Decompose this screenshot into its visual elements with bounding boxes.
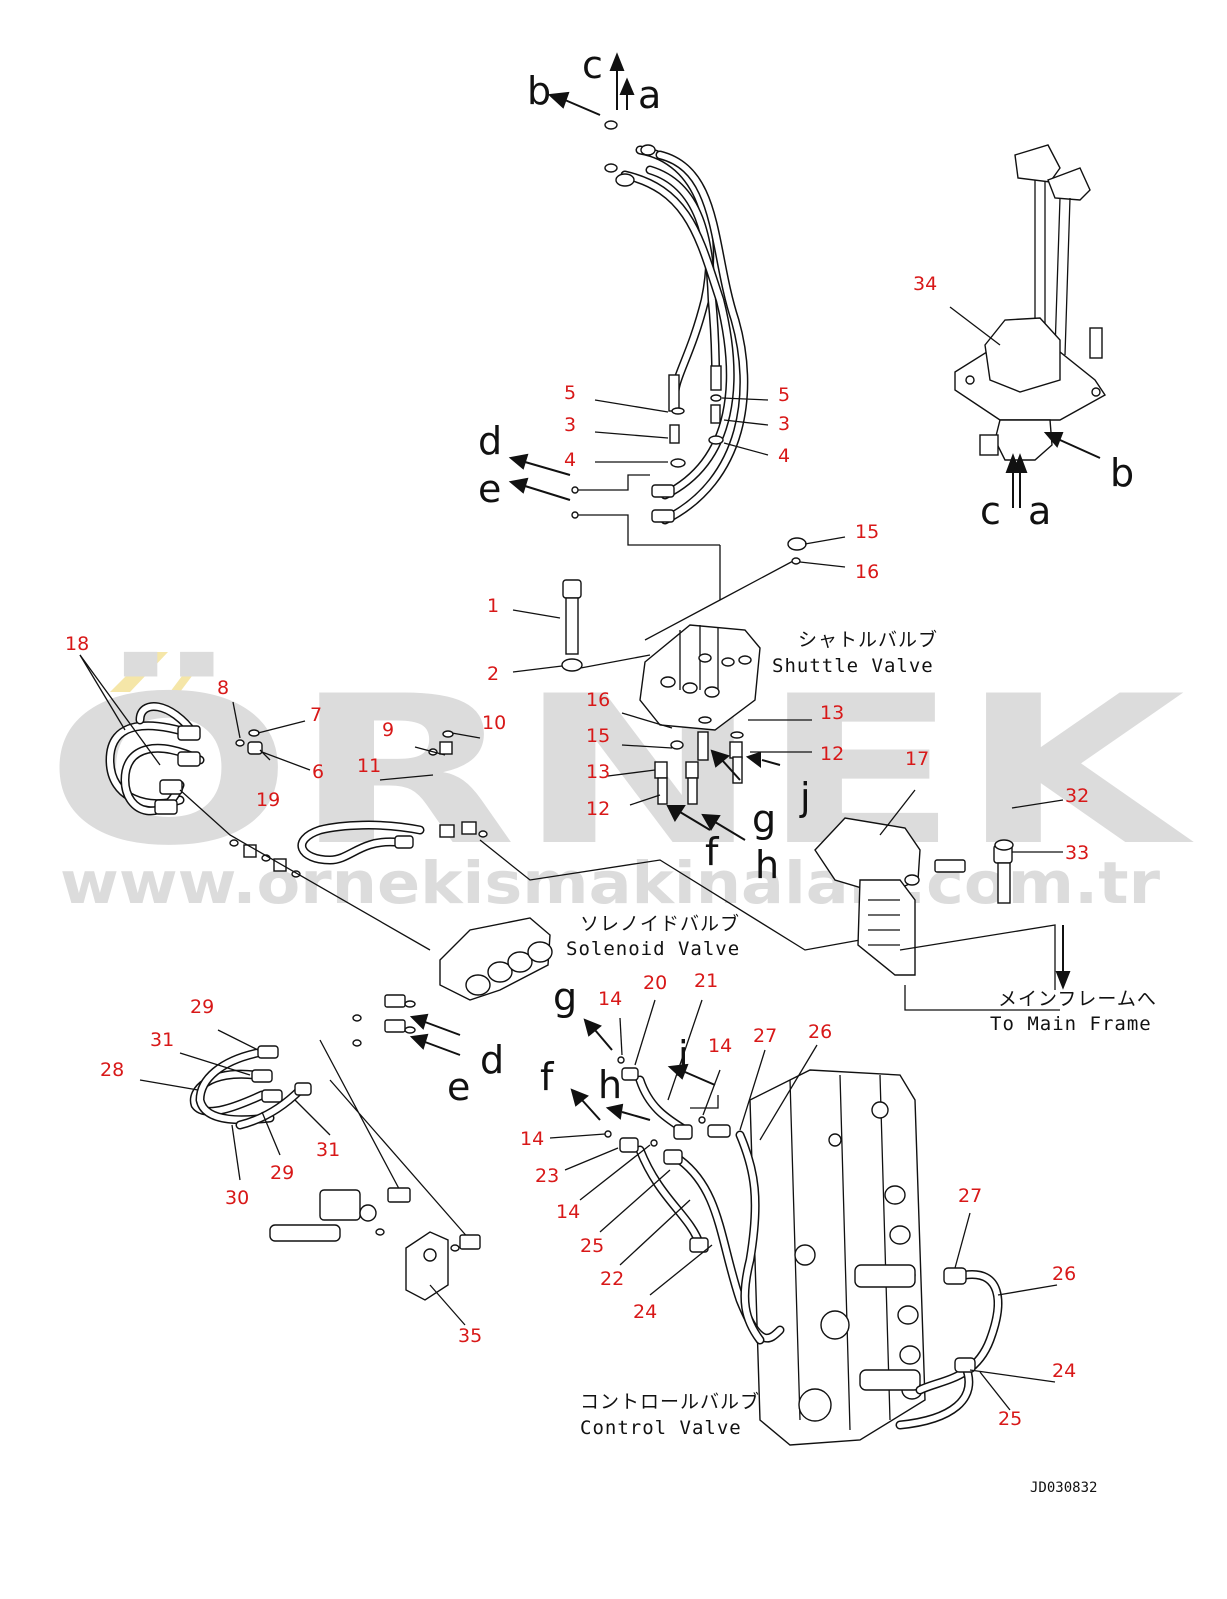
part-number: 13 [820,702,844,724]
callout-letters: c b a b c a d e g j f h d e g f h j [447,43,1134,1109]
part-number: 4 [564,449,576,471]
part-number: 9 [382,719,394,741]
bracket-17 [814,817,1060,1011]
part-number: 3 [778,413,790,435]
part-number: 15 [855,521,879,543]
part-number: 8 [217,677,229,699]
callout-letter: e [447,1065,470,1109]
main-frame-label-en: To Main Frame [990,1013,1152,1035]
part-number: 25 [580,1235,604,1257]
part-number: 18 [65,633,89,655]
watermark-accent-left [110,652,168,692]
left-hose-group [105,702,861,951]
shuttle-valve-label-en: Shuttle Valve [772,655,934,677]
control-valve-label-en: Control Valve [580,1417,742,1439]
callout-letter: g [752,797,776,841]
part-number: 12 [820,743,844,765]
part-number: 11 [357,755,381,777]
shuttle-valve [561,537,807,805]
flow-arrows [409,52,1101,1121]
part-number: 35 [458,1325,482,1347]
part-number: 21 [694,970,718,992]
main-frame-label-jp: メインフレームへ [998,988,1157,1010]
callout-letter: d [478,419,502,463]
watermark: ÖRNEK www.ornekismakinalari.com.tr [45,652,1195,917]
part-number: 1 [487,595,499,617]
callout-letter: c [582,43,603,87]
part-number: 23 [535,1165,559,1187]
leader-lines [79,306,1064,1411]
part-number: 33 [1065,842,1089,864]
part-number: 27 [753,1025,777,1047]
part-number: 2 [487,663,499,685]
component-labels: シャトルバルブ Shuttle Valve ソレノイドバルブ Solenoid … [566,628,1157,1496]
callout-letter: e [478,467,501,511]
drawing-code: JD030832 [1030,1480,1097,1496]
control-valve-label-jp: コントロールバルブ [580,1390,760,1413]
part-number: 16 [855,561,879,583]
solenoid-valve-label-jp: ソレノイドバルブ [580,912,740,935]
control-valve-hoses [604,1056,1003,1430]
part-number: 6 [312,761,324,783]
part-number: 20 [643,972,667,994]
watermark-url: www.ornekismakinalari.com.tr [60,849,1160,917]
part-number: 14 [598,988,622,1010]
solenoid-valve [352,917,553,1047]
callout-letter: j [677,1033,689,1077]
callout-letter: b [1110,451,1134,495]
callout-letter: f [540,1055,555,1099]
watermark-accent-right [170,652,210,692]
solenoid-valve-label-en: Solenoid Valve [566,938,740,960]
callout-letter: f [705,830,720,874]
part-number: 7 [310,704,322,726]
part-number: 25 [998,1408,1022,1430]
top-hose-bundle [571,120,749,600]
callout-letter: b [527,69,551,113]
part-number: 3 [564,414,576,436]
part-number: 29 [270,1162,294,1184]
part-number: 32 [1065,785,1089,807]
part-number: 13 [586,761,610,783]
callout-letter: d [480,1038,504,1082]
part-number: 19 [256,789,280,811]
callout-letter: a [638,73,661,117]
callout-letter: j [799,775,811,819]
lower-left-hoses [189,1039,481,1301]
part-number: 27 [958,1185,982,1207]
part-number: 5 [778,384,790,406]
part-number: 26 [808,1021,832,1043]
part-number: 31 [150,1029,174,1051]
part-number: 14 [556,1201,580,1223]
callout-letter: a [1028,489,1051,533]
part-number: 30 [225,1187,249,1209]
part-number: 29 [190,996,214,1018]
part-number: 14 [708,1035,732,1057]
callout-letter: h [755,843,779,887]
part-number: 14 [520,1128,544,1150]
shuttle-valve-label-jp: シャトルバルブ [798,628,938,651]
part-numbers: 5 3 4 5 3 4 34 15 16 1 2 18 8 7 6 9 10 1… [65,273,1089,1430]
part-number: 34 [913,273,937,295]
part-number: 10 [482,712,506,734]
part-number: 22 [600,1268,624,1290]
part-number: 16 [586,689,610,711]
callout-letter: g [553,975,577,1019]
part-number: 4 [778,445,790,467]
callout-letter: h [598,1063,622,1107]
part-number: 26 [1052,1263,1076,1285]
part-number: 15 [586,725,610,747]
part-number: 31 [316,1139,340,1161]
control-lever-assembly [954,144,1107,461]
part-number: 12 [586,798,610,820]
part-number: 5 [564,382,576,404]
control-valve [749,1069,926,1446]
part-number: 28 [100,1059,124,1081]
part-number: 17 [905,748,929,770]
part-number: 24 [633,1301,657,1323]
part-number: 24 [1052,1360,1076,1382]
callout-letter: c [980,489,1001,533]
